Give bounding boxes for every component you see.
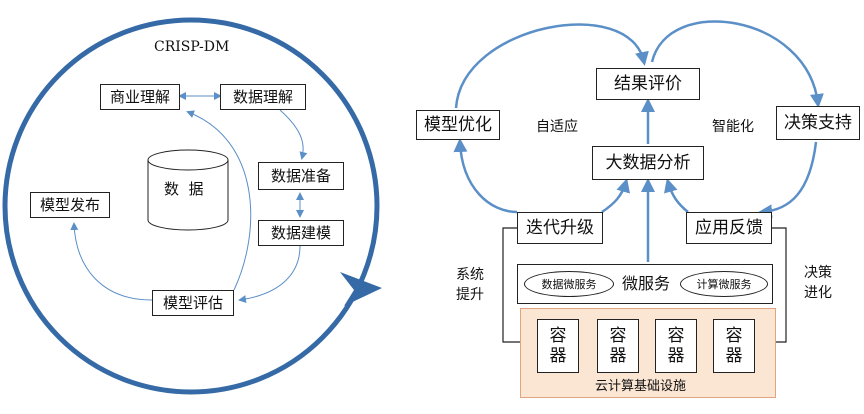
label-system-upgrade-line1: 系统 xyxy=(456,267,484,283)
node-business-understanding: 商业理解 xyxy=(100,84,180,110)
crisp-dm-title: CRISP-DM xyxy=(154,39,230,55)
crisp-cycle-arrowhead xyxy=(340,272,382,306)
flow-iterate-to-bigdata xyxy=(601,178,630,214)
arrow-eval-to-deploy xyxy=(70,222,153,301)
cloud-infrastructure-panel: 容器 容器 容器 容器 云计算基础设施 xyxy=(520,308,776,398)
label-system-upgrade-line2: 提升 xyxy=(456,287,484,303)
node-iterate-upgrade: 迭代升级 xyxy=(517,212,603,244)
label-intelligent: 智能化 xyxy=(712,119,754,135)
crisp-cycle-circle xyxy=(2,17,380,395)
bracket-right xyxy=(772,227,787,343)
node-data-understanding: 数据理解 xyxy=(220,84,306,110)
flow-result-to-decision xyxy=(650,20,824,108)
container-box-3: 容器 xyxy=(655,319,697,373)
flow-feedback-to-bigdata xyxy=(664,178,689,213)
arrow-data-to-prep xyxy=(279,109,308,160)
node-model-deployment: 模型发布 xyxy=(30,192,110,218)
cloud-infrastructure-label: 云计算基础设施 xyxy=(595,379,687,394)
node-model-evaluation: 模型评估 xyxy=(152,290,234,316)
label-adaptive: 自适应 xyxy=(536,119,578,135)
node-data-modeling: 数据建模 xyxy=(258,220,344,246)
flow-iterate-to-modelopt xyxy=(453,138,518,214)
compute-microservice-pill: 计算微服务 xyxy=(680,271,768,297)
database-label: 数 据 xyxy=(164,180,204,198)
node-data-preparation: 数据准备 xyxy=(258,162,344,190)
node-result-evaluation: 结果评价 xyxy=(596,68,700,100)
node-model-optimization: 模型优化 xyxy=(416,110,500,140)
flow-modelopt-to-result xyxy=(454,23,649,109)
bracket-left xyxy=(502,227,520,343)
arrow-modeling-to-eval xyxy=(238,245,301,304)
arrow-eval-to-business xyxy=(186,110,252,291)
microservice-band: 数据微服务 微服务 计算微服务 xyxy=(517,264,773,304)
label-decision-evolve-line2: 进化 xyxy=(804,285,832,301)
data-microservice-pill: 数据微服务 xyxy=(524,271,614,297)
label-decision-evolve-line1: 决策 xyxy=(804,265,832,281)
node-decision-support: 决策支持 xyxy=(776,106,860,140)
database-cylinder-icon xyxy=(147,149,229,231)
microservice-label: 微服务 xyxy=(622,274,671,293)
node-application-feedback: 应用反馈 xyxy=(686,212,772,244)
container-box-1: 容器 xyxy=(537,319,579,373)
flow-decision-to-feedback xyxy=(758,141,818,219)
node-big-data-analysis: 大数据分析 xyxy=(592,146,704,180)
container-box-2: 容器 xyxy=(597,319,639,373)
container-box-4: 容器 xyxy=(713,319,755,373)
